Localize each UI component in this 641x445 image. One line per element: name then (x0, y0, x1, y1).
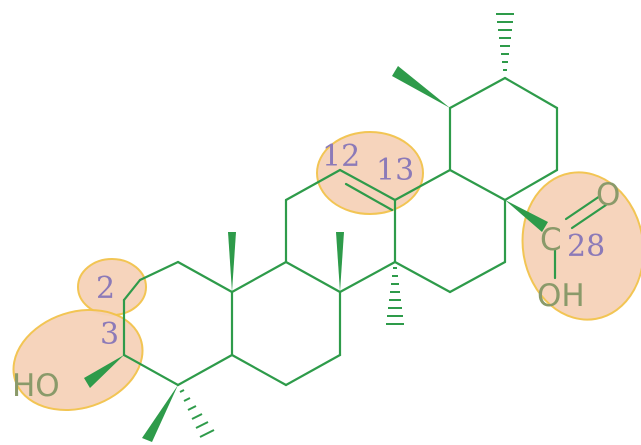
carboxyl-carbon-label: C (540, 222, 562, 258)
c14-hash (386, 267, 404, 325)
ring-e (448, 76, 559, 202)
c20-hash (496, 13, 514, 71)
ring-a (122, 260, 234, 387)
carbon-number-12: 12 (322, 139, 360, 174)
carboxyl-bonds (553, 194, 608, 280)
carbon-number-2: 2 (96, 271, 115, 306)
highlight-c3-hydroxyl (12, 309, 144, 411)
highlight-c12-c13 (316, 131, 424, 215)
ring-d (393, 168, 507, 294)
acid-hydroxyl-label: OH (537, 278, 585, 314)
highlight-carboxyl (521, 171, 641, 321)
carbonyl-oxygen-label: O (596, 177, 620, 213)
ring-b (230, 260, 342, 387)
ring-c (284, 168, 397, 294)
stereo-bonds (84, 13, 548, 442)
carbon-number-13: 13 (376, 153, 414, 188)
carbon-number-28: 28 (567, 229, 605, 264)
carbon-number-3: 3 (100, 317, 119, 352)
hydroxyl-label: HO (12, 368, 60, 404)
c4-hash (179, 389, 215, 438)
